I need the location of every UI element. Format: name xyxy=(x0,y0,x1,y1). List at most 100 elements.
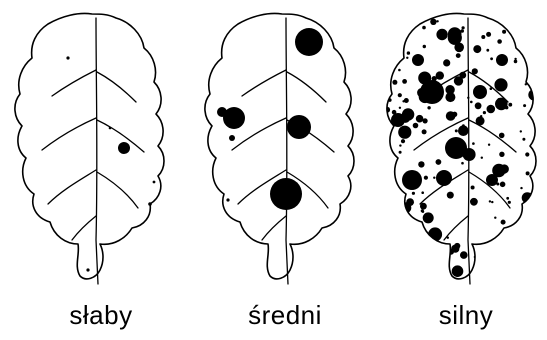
leaf-strong-spot xyxy=(460,251,468,259)
leaf-strong-spot xyxy=(455,129,458,132)
leaf-strong-spot xyxy=(404,98,409,103)
leaf-strong-spot xyxy=(488,244,491,247)
leaf-strong-spot xyxy=(401,139,405,143)
leaf-medium-drawing xyxy=(190,0,372,290)
leaf-strong-spot xyxy=(500,182,506,188)
leaf-weak-spot xyxy=(66,56,69,59)
leaf-medium-spot xyxy=(270,178,302,210)
leaf-strong-spot xyxy=(398,131,402,135)
leaf-strong-spot xyxy=(436,159,442,165)
leaf-strong-spot xyxy=(481,35,485,39)
leaf-weak-spot xyxy=(109,127,112,130)
leaf-strong-spot xyxy=(470,101,473,104)
leaf-weak-vein xyxy=(97,172,138,208)
leaf-strong-spot xyxy=(384,141,389,146)
leaf-strong-spot xyxy=(537,235,546,244)
leaf-strong-spot xyxy=(532,225,536,229)
leaf-medium-spot xyxy=(226,198,229,201)
leaf-strong-spot xyxy=(501,220,506,225)
leaf-medium-vein xyxy=(242,70,286,96)
leaf-strong-spot xyxy=(454,43,464,53)
leaf-strong-spot xyxy=(392,80,397,85)
leaf-strong-spot xyxy=(447,192,454,199)
leaf-strong-spot xyxy=(387,221,391,225)
leaf-strong-spot xyxy=(422,26,426,30)
leaf-weak-vein xyxy=(97,72,136,102)
leaf-strong-spot xyxy=(427,106,430,109)
leaf-strong-spot xyxy=(385,213,389,217)
leaf-strong-spot xyxy=(467,97,469,99)
leaf-strong-spot xyxy=(499,152,504,157)
leaf-strong-spot xyxy=(403,13,412,22)
leaf-strong-spot xyxy=(522,138,525,141)
leaf-strong-spot xyxy=(436,20,438,22)
leaf-strong-spot xyxy=(520,187,522,189)
leaf-strong xyxy=(372,0,547,290)
leaf-medium-vein xyxy=(287,72,326,102)
leaf-weak-drawing xyxy=(0,0,182,290)
leaf-strong-spot xyxy=(541,17,543,19)
leaf-strong-spot xyxy=(532,255,543,266)
leaf-strong-spot xyxy=(443,59,450,66)
caption-weak: słaby xyxy=(10,300,192,331)
leaf-strong-spot xyxy=(476,116,485,125)
leaf-strong-spot xyxy=(420,117,422,119)
leaf-strong-spot xyxy=(423,118,428,123)
leaf-weak-spot xyxy=(148,202,152,206)
leaf-strong-spot xyxy=(506,197,509,200)
leaf-strong-spot xyxy=(383,271,390,278)
leaf-strong-spot xyxy=(489,200,491,202)
leaf-strong-spot xyxy=(418,72,431,85)
leaf-strong-spot xyxy=(407,10,418,21)
leaf-strong-spot xyxy=(483,111,486,114)
leaf-strong-spot xyxy=(490,87,493,90)
leaf-strong-spot xyxy=(412,192,415,195)
leaf-strong-spot xyxy=(397,55,402,60)
leaf-strong-spot xyxy=(473,45,481,53)
leaf-strong-spot xyxy=(525,152,529,156)
leaf-strong-spot xyxy=(399,144,401,146)
leaf-strong-spot xyxy=(538,131,541,134)
leaf-strong-spot xyxy=(470,198,478,206)
leaf-strong-spot xyxy=(481,157,483,159)
leaf-strong-spot xyxy=(485,264,496,275)
leaf-strong-spot xyxy=(486,32,491,37)
leaf-strong-spot xyxy=(530,220,543,233)
leaf-strong-spot xyxy=(488,144,490,146)
leaf-strong-spot xyxy=(422,129,427,134)
leaf-medium-spot xyxy=(295,28,323,56)
leaf-strong-spot xyxy=(494,217,496,219)
leaf-strong-spot xyxy=(421,209,424,212)
leaf-strong-spot xyxy=(491,201,493,203)
leaf-medium-vein xyxy=(262,216,286,240)
leaf-strong-spot xyxy=(423,45,426,48)
leaf-medium-outline xyxy=(205,13,354,278)
leaf-strong-spot xyxy=(420,203,427,210)
leaf-strong-spot xyxy=(430,19,436,25)
leaf-strong-spot xyxy=(471,186,475,190)
leaf-strong-spot xyxy=(536,250,539,253)
leaf-strong-spot xyxy=(462,124,465,127)
leaf-strong-spot xyxy=(401,202,412,213)
leaf-strong-spot xyxy=(523,264,527,268)
leaf-weak-spot xyxy=(153,181,156,184)
caption-strong: silny xyxy=(375,300,547,331)
leaf-weak-spot xyxy=(118,142,130,154)
leaf-strong-spot xyxy=(472,68,478,74)
leaf-strong-spot xyxy=(392,110,397,115)
leaf-weak-spot xyxy=(86,268,89,271)
leaf-strong-spot xyxy=(445,92,455,102)
leaf-strong-vein xyxy=(444,216,468,240)
leaf-weak-vein xyxy=(48,170,96,204)
leaf-strong-spot xyxy=(496,183,499,186)
leaf-strong-spot xyxy=(410,223,416,229)
leaf-strong-spot xyxy=(514,237,517,240)
leaf-strong-spot xyxy=(487,105,496,114)
leaf-strong-spot xyxy=(506,254,512,260)
leaf-strong-spot xyxy=(423,212,434,223)
leaf-strong-spot xyxy=(412,54,424,66)
leaf-strong-spot xyxy=(433,177,435,179)
leaf-strong-spot xyxy=(398,69,401,72)
leaf-strong-spot xyxy=(436,71,444,79)
leaf-strong-spot xyxy=(495,98,508,111)
